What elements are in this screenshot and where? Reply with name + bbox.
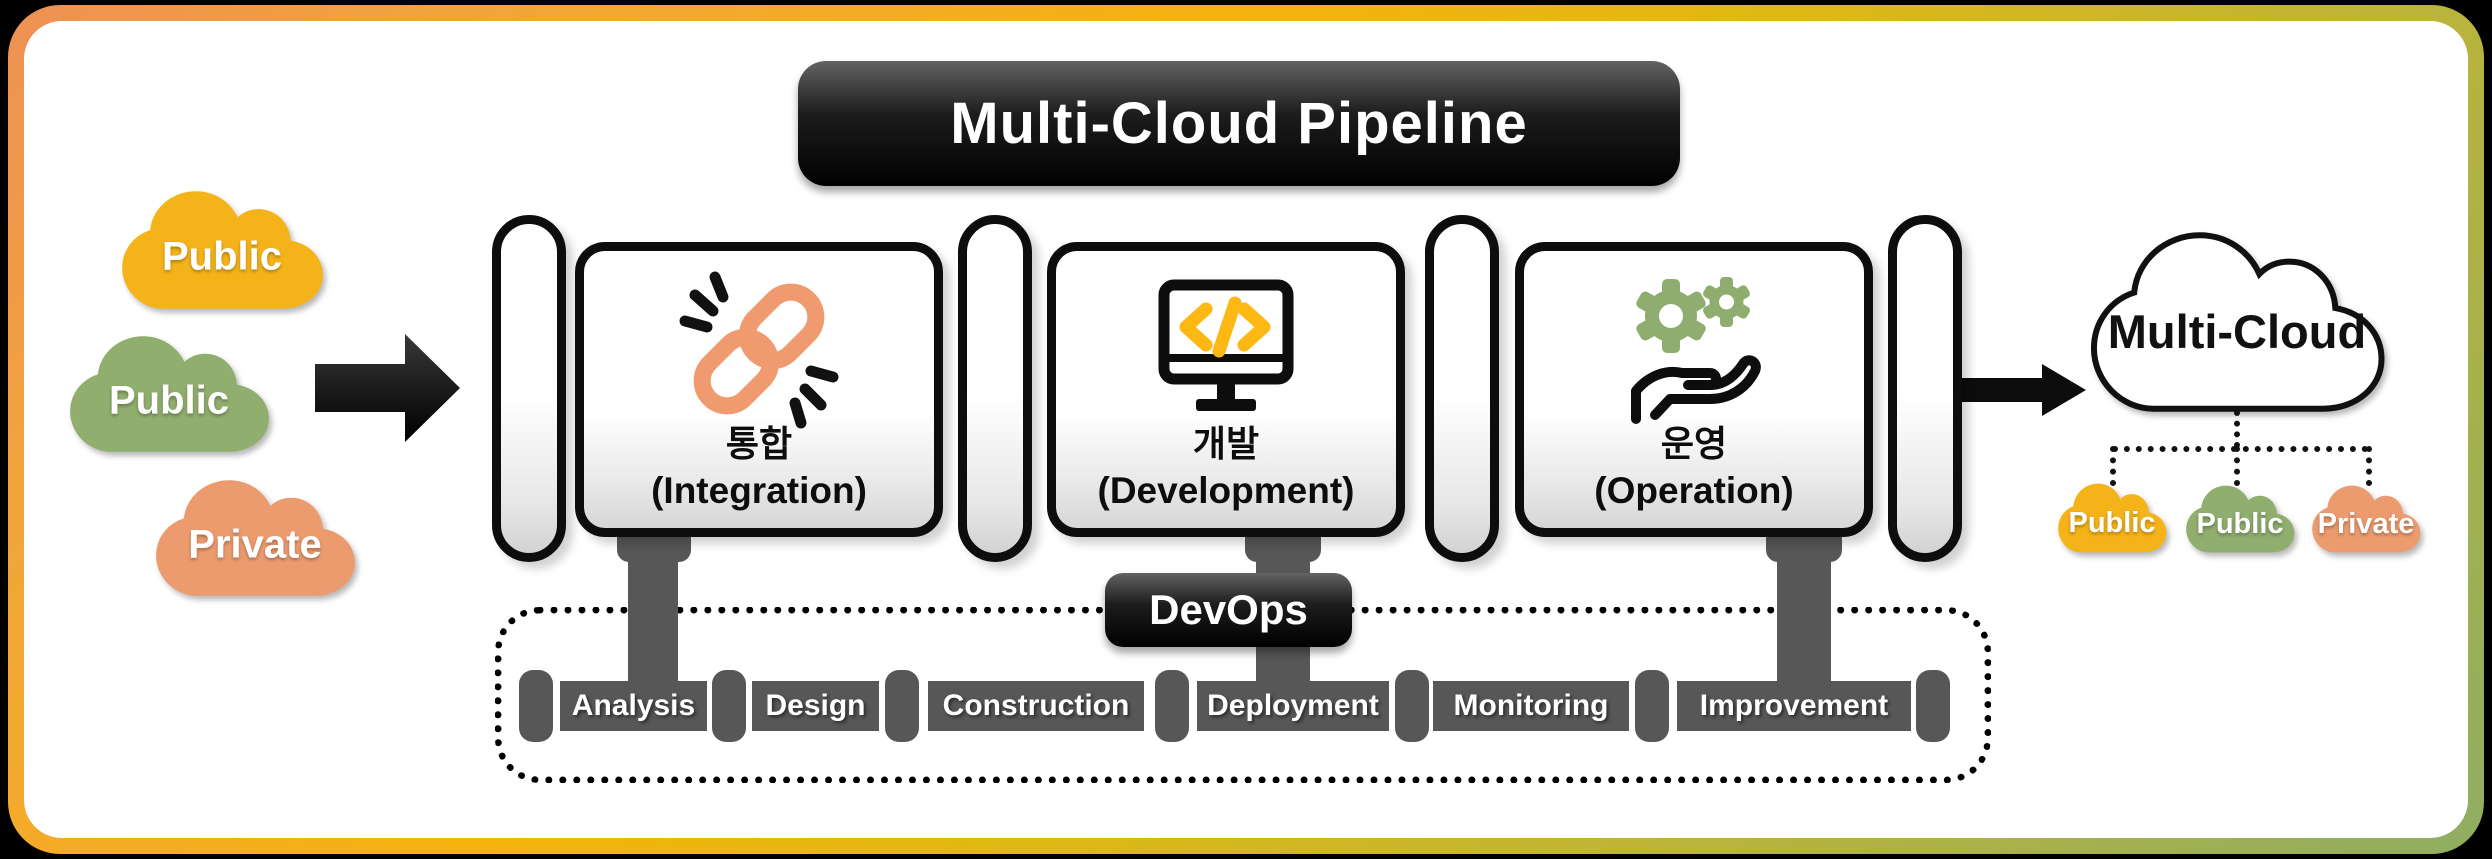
bar-separator [519, 670, 553, 742]
step-improvement: Improvement [1677, 681, 1911, 731]
multi-cloud-label: Multi-Cloud [2107, 304, 2367, 358]
stage-integration: 통합 (Integration) [575, 242, 943, 537]
output-arrow-right-icon [1962, 364, 2086, 416]
cloud-label: Public [2068, 506, 2156, 539]
cloud-icon [2312, 485, 2421, 553]
cloud-icon [122, 191, 323, 309]
cloud-icon [2186, 485, 2295, 553]
stage-name-korean: 통합 [725, 422, 793, 464]
tree-line-drop [2234, 446, 2240, 486]
chain-link-icon [679, 271, 839, 429]
bar-separator [1635, 670, 1669, 742]
tree-line-horizontal [2112, 446, 2368, 452]
page-title: Multi-Cloud Pipeline [798, 61, 1680, 186]
gears-hand-icon [1631, 277, 1761, 424]
cloud-label: Public [108, 378, 230, 423]
bar-separator [885, 670, 919, 742]
devops-badge: DevOps [1105, 573, 1352, 647]
stage-name-english: (Development) [1097, 469, 1355, 511]
stage-name-english: (Integration) [651, 469, 867, 511]
cloud-icon [2058, 483, 2167, 553]
pipe-segment [1425, 215, 1499, 562]
step-monitoring: Monitoring [1433, 681, 1629, 731]
bar-separator [712, 670, 746, 742]
tree-line-root [2234, 410, 2240, 448]
code-monitor-icon [1158, 279, 1294, 411]
stage-operation: 운영 (Operation) [1515, 242, 1873, 537]
stage-name-korean: 개발 [1192, 422, 1260, 464]
input-arrow-right-icon [315, 334, 460, 442]
pipe-segment [492, 215, 566, 562]
tree-line-drop [2366, 446, 2372, 486]
source-cloud-public-green: Public [66, 330, 272, 458]
operation-connector [1777, 530, 1831, 685]
stage-label: 운영 (Operation) [1524, 421, 1864, 514]
source-cloud-private-orange: Private [152, 474, 358, 602]
cloud-label: Private [2317, 507, 2415, 540]
cloud-label: Public [2196, 507, 2284, 540]
cloud-icon [70, 336, 269, 452]
multi-cloud-result: Multi-Cloud [2088, 226, 2386, 418]
source-cloud-public-yellow: Public [118, 185, 326, 315]
bar-separator [1395, 670, 1429, 742]
pipe-segment [1888, 215, 1962, 562]
cloud-label: Public [161, 234, 283, 279]
stage-name-korean: 운영 [1660, 422, 1728, 464]
target-cloud-public-green: Public [2184, 482, 2296, 556]
integration-connector [628, 530, 678, 685]
stage-label: 통합 (Integration) [584, 421, 934, 514]
step-construction: Construction [928, 681, 1144, 731]
stage-development: 개발 (Development) [1047, 242, 1405, 537]
target-cloud-public-yellow: Public [2056, 480, 2168, 556]
bar-separator [1155, 670, 1189, 742]
multi-cloud-icon [2088, 226, 2386, 418]
stage-label: 개발 (Development) [1056, 421, 1396, 514]
bar-separator [1916, 670, 1950, 742]
step-analysis: Analysis [560, 681, 707, 731]
tree-line-drop [2110, 446, 2116, 486]
target-cloud-private-orange: Private [2310, 482, 2422, 556]
pipe-segment [958, 215, 1032, 562]
stage-name-english: (Operation) [1594, 469, 1794, 511]
cloud-icon [156, 480, 355, 596]
step-deployment: Deployment [1197, 681, 1389, 731]
cloud-label: Private [188, 522, 322, 567]
step-design: Design [752, 681, 879, 731]
